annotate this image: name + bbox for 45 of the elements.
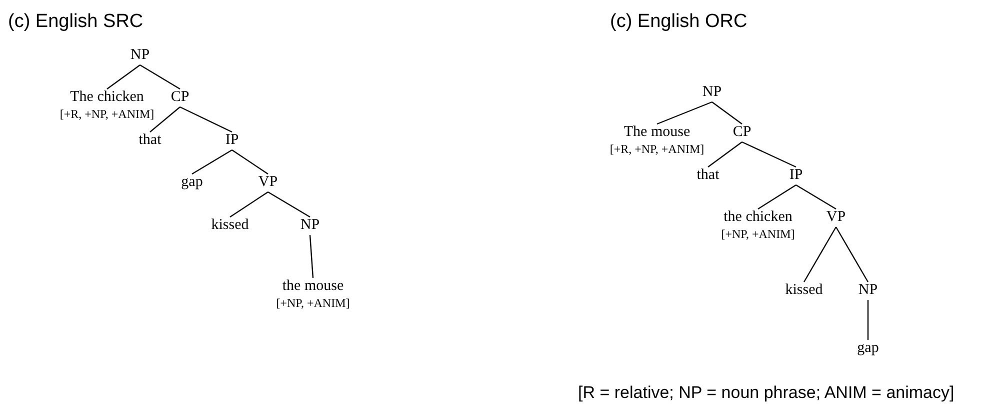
tree-branch (712, 102, 742, 124)
node-label: IP (225, 131, 239, 149)
tree-branch (268, 191, 310, 218)
node-label: gap (181, 173, 203, 191)
tree-branch (232, 150, 268, 174)
node-label: VP (258, 173, 278, 191)
abbreviation-note: [R = relative; NP = noun phrase; ANIM = animacy] (578, 382, 954, 404)
node-label: that (696, 166, 720, 184)
tree-branch (150, 106, 180, 132)
tree-branch (803, 226, 837, 282)
node-label: The mouse (624, 123, 690, 141)
node-label: kissed (785, 281, 823, 299)
feature-list: [+R, +NP, +ANIM] (60, 106, 154, 122)
tree-branch (742, 141, 796, 168)
node-label: The chicken (70, 88, 144, 106)
tree-branch (309, 234, 314, 278)
tree-branch (180, 106, 232, 133)
tree-branch (708, 142, 742, 168)
node-label: NP (130, 46, 150, 64)
node-label: the mouse (282, 277, 344, 295)
node-label: gap (857, 339, 879, 357)
tree-branch (192, 149, 232, 175)
panel-title: (c) English SRC (8, 10, 144, 34)
node-label: NP (300, 216, 320, 234)
tree-branch (835, 226, 869, 282)
tree-branch (867, 300, 869, 340)
tree-branch (106, 64, 140, 90)
tree-branch (796, 184, 836, 210)
node-label: the chicken (724, 208, 792, 226)
node-label: kissed (211, 216, 249, 234)
node-label: NP (702, 83, 722, 101)
tree-branch (230, 192, 268, 218)
feature-list: [+NP, +ANIM] (276, 295, 350, 311)
tree-branch (656, 101, 712, 125)
node-label: VP (826, 208, 846, 226)
panel-title: (c) English ORC (610, 10, 748, 34)
node-label: CP (170, 88, 190, 106)
node-label: that (138, 131, 162, 149)
node-label: CP (732, 123, 752, 141)
node-label: NP (858, 281, 878, 299)
tree-branch (140, 64, 180, 90)
tree-branch (758, 184, 796, 210)
node-label: IP (789, 166, 803, 184)
feature-list: [+R, +NP, +ANIM] (610, 141, 704, 157)
feature-list: [+NP, +ANIM] (721, 226, 795, 242)
